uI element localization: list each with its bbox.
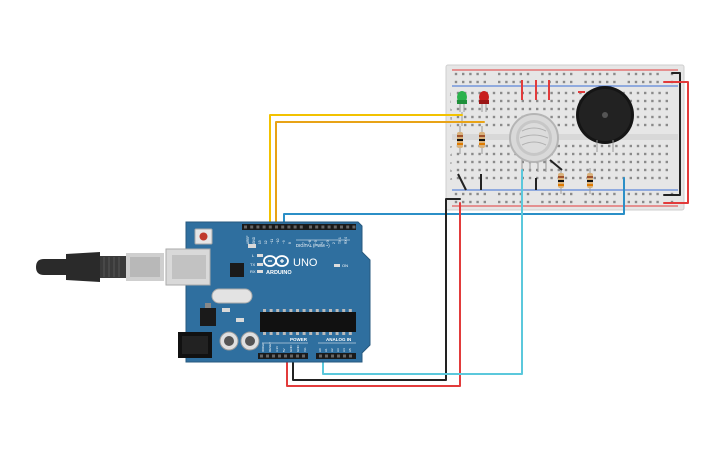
onboard-leds: L TX RX ON: [250, 253, 348, 274]
row-letter-h: h: [450, 107, 452, 112]
led-on-label: ON: [342, 263, 348, 268]
wire-orange: [275, 121, 485, 227]
row-letter-d: d: [450, 152, 452, 157]
crystal-oscillator: [211, 288, 253, 304]
power-pin-ioref: IOREF: [261, 343, 265, 352]
digital-header[interactable]: [242, 224, 356, 230]
analog-pin-a1: A1: [324, 348, 328, 352]
atmega-chip: [260, 309, 356, 335]
digital-label: DIGITAL (PWM ~): [296, 243, 330, 248]
power-pin-3v3: 3.3V: [275, 346, 279, 352]
wires: [269, 72, 689, 387]
power-header[interactable]: [258, 353, 308, 359]
row-letter-j: j: [449, 91, 451, 96]
pin-label-6: ~6: [308, 240, 312, 244]
row-letter-f: f: [450, 123, 452, 128]
analog-label: ANALOG IN: [326, 337, 351, 342]
arduino-logo: [263, 255, 289, 267]
resistor-3[interactable]: [558, 168, 564, 194]
breadboard-jumpers: [457, 80, 585, 191]
usb-cable[interactable]: [36, 252, 164, 282]
pin-label-aref: AREF: [246, 235, 250, 244]
power-pin-labels: IOREF RESET 3.3V 5V GND GND Vin: [261, 342, 307, 352]
power-pin-reset: RESET: [268, 342, 272, 352]
green-led[interactable]: [457, 91, 467, 112]
power-pin-gnd-2: GND: [296, 345, 300, 353]
usb-chip: [230, 263, 244, 277]
pin-label-10: ~10: [276, 238, 280, 244]
wire-black-gnd: [292, 198, 461, 381]
power-pin-gnd-1: GND: [289, 345, 293, 353]
power-pin-5v: 5V: [282, 348, 286, 352]
piezo-buzzer[interactable]: [576, 86, 634, 152]
pin-label-9: ~9: [282, 240, 286, 244]
row-letter-i: i: [450, 99, 451, 104]
arduino-uno-board[interactable]: L TX RX ON ARDUINO UNO AREF GND 13 12 ~1…: [165, 221, 371, 363]
row-letter-c: c: [450, 160, 452, 165]
analog-pin-a2: A2: [330, 348, 334, 352]
pin-label-tx: TX 1: [338, 237, 342, 244]
pin-label-11: ~11: [270, 239, 274, 244]
row-letter-b: b: [450, 168, 453, 173]
wire-yellow: [269, 114, 463, 227]
analog-pin-a4: A4: [342, 348, 346, 352]
row-letter-e: e: [450, 144, 453, 149]
resistor-1[interactable]: [457, 126, 463, 154]
analog-pin-a0: A0: [318, 348, 322, 352]
wire-red-5v: [286, 202, 461, 387]
resistor-4[interactable]: [587, 168, 593, 194]
pin-label-4: 4: [320, 242, 324, 244]
wire-blue: [283, 177, 625, 227]
pin-label-gnd: GND: [252, 236, 256, 244]
power-label: POWER: [290, 337, 308, 342]
pin-label-13: 13: [258, 240, 262, 244]
pin-label-8: 8: [288, 242, 292, 244]
led-l-label: L: [252, 253, 255, 258]
gas-sensor[interactable]: [509, 113, 559, 172]
row-letter-a: a: [450, 176, 453, 181]
wire-cyan-a0: [322, 169, 523, 375]
pin-label-5: ~5: [314, 240, 318, 244]
power-jack[interactable]: [178, 332, 212, 358]
breadboard-trench: [452, 134, 678, 140]
pin-label-12: 12: [264, 240, 268, 244]
pin-label-7: 7: [302, 242, 306, 244]
analog-pin-labels: A0 A1 A2 A3 A4 A5: [318, 348, 352, 352]
led-tx-label: TX: [250, 262, 255, 267]
pin-label-rx: RX 0: [344, 237, 348, 244]
brand-label: ARDUINO: [266, 270, 292, 276]
pin-label-2: 2: [332, 242, 336, 244]
model-label: UNO: [293, 257, 318, 269]
analog-pin-a5: A5: [348, 348, 352, 352]
resistor-2[interactable]: [479, 126, 485, 154]
analog-pin-a3: A3: [336, 348, 340, 352]
led-rx-label: RX: [250, 269, 256, 274]
power-pin-vin: Vin: [303, 347, 307, 352]
analog-header[interactable]: [316, 353, 356, 359]
pin-label-3: ~3: [326, 240, 330, 244]
red-led[interactable]: [479, 91, 489, 112]
wire-black-power-right: [663, 72, 681, 196]
breadboard-row-letters: j i h g f e d c b a: [449, 91, 453, 181]
voltage-regulator: [200, 308, 216, 326]
wire-red-power-right: [663, 81, 689, 204]
row-letter-g: g: [450, 115, 452, 120]
digital-pin-labels: AREF GND 13 12 ~11 ~10 ~9 8 7 ~6 ~5 4 ~3…: [246, 235, 348, 244]
